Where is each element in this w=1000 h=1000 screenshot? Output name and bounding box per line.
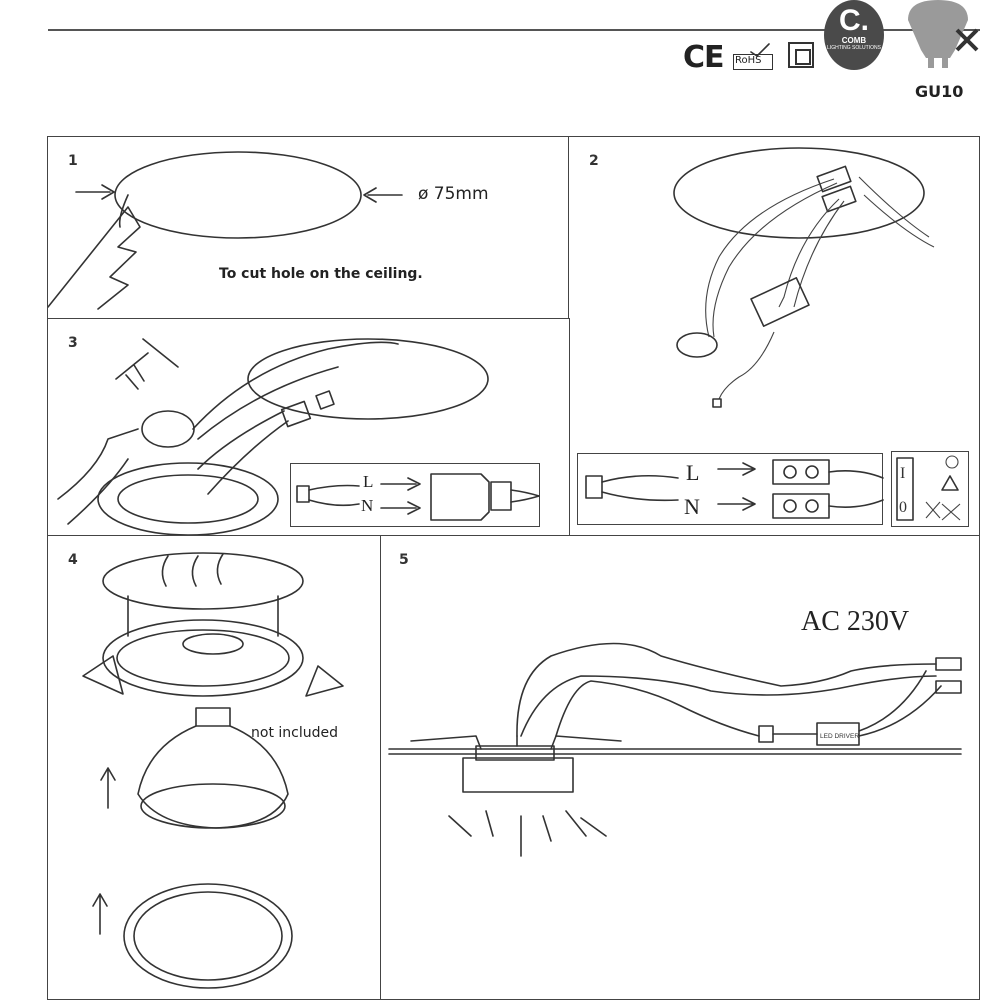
arrow-right-icon (380, 477, 421, 491)
gu10-lamp-icon: GU10 (905, 0, 979, 101)
lamp-type-label: GU10 (915, 82, 964, 101)
terminal-block (935, 680, 962, 694)
ceiling-wiring-illustration (673, 147, 935, 408)
connector-block (430, 473, 490, 521)
driver-label: LED DRIVER (820, 733, 859, 740)
step-number: 4 (68, 552, 78, 568)
arrow-right-icon (717, 462, 756, 476)
brand-letter: C. (839, 4, 869, 37)
ce-mark: CE (683, 40, 725, 75)
header-rule (48, 29, 980, 31)
safety-inset: I 0 (891, 451, 969, 527)
installed-fixture-illustration: LED DRIVER (388, 642, 962, 857)
terminal-block (772, 459, 830, 485)
wiring-diagram-inset: L N (290, 463, 540, 527)
arrow-right-icon (75, 184, 115, 200)
arrow-up-icon (100, 767, 116, 809)
fixture-body (462, 757, 574, 793)
hole-diameter-label: ø 75mm (418, 184, 489, 204)
led-driver-box (816, 722, 860, 746)
voltage-label: AC 230V (801, 606, 910, 637)
step-number: 1 (68, 153, 78, 169)
panel-2: 2 (568, 136, 980, 537)
svg-text:0: 0 (899, 499, 907, 516)
arrow-right-icon (380, 501, 421, 515)
live-label: L (363, 472, 374, 491)
brand-name: COMB (841, 36, 867, 45)
no-tools-icon (115, 352, 149, 390)
brand-tagline: LIGHTING SOLUTIONS (827, 45, 881, 51)
arrow-up-icon (92, 893, 108, 935)
panel-3: 3 (47, 318, 570, 537)
svg-text:I: I (900, 465, 905, 482)
warning-icon (941, 475, 959, 491)
arrow-right-icon (717, 497, 756, 511)
step-number: 2 (589, 153, 599, 169)
live-label: L (686, 460, 700, 485)
switch-icon (896, 457, 914, 521)
rohs-label: RoHS (735, 55, 762, 66)
arrow-left-icon (363, 187, 403, 203)
gu10-bulb (137, 725, 289, 829)
class-ii-icon (788, 42, 814, 68)
panel-5: 5 AC 230V LED DRIVER (380, 535, 980, 1000)
connection-illustration (57, 338, 489, 536)
step-1-caption: To cut hole on the ceiling. (219, 266, 423, 282)
lamp-not-included-note: not included (251, 725, 338, 741)
rohs-mark: RoHS (733, 43, 773, 70)
terminal-block (935, 657, 962, 671)
lamp-insertion-illustration (82, 552, 344, 989)
saw-icon (48, 206, 141, 310)
terminal-block (772, 493, 830, 519)
neutral-label: N (684, 494, 700, 519)
ceiling-cutout-illustration (48, 151, 403, 310)
led-driver-box (750, 277, 810, 327)
step-number: 5 (399, 552, 409, 568)
close-icon (955, 28, 979, 52)
brand-logo: C. COMB LIGHTING SOLUTIONS (824, 0, 884, 70)
wiring-diagram-inset: L N (577, 453, 884, 525)
panel-1: 1 ø 75mm To cut hole on the ceiling. (47, 136, 570, 320)
panel-4: 4 not included (47, 535, 382, 1000)
trim-ring (123, 883, 293, 989)
neutral-label: N (361, 496, 374, 515)
checkmark-icon (750, 43, 770, 57)
step-number: 3 (68, 335, 78, 351)
